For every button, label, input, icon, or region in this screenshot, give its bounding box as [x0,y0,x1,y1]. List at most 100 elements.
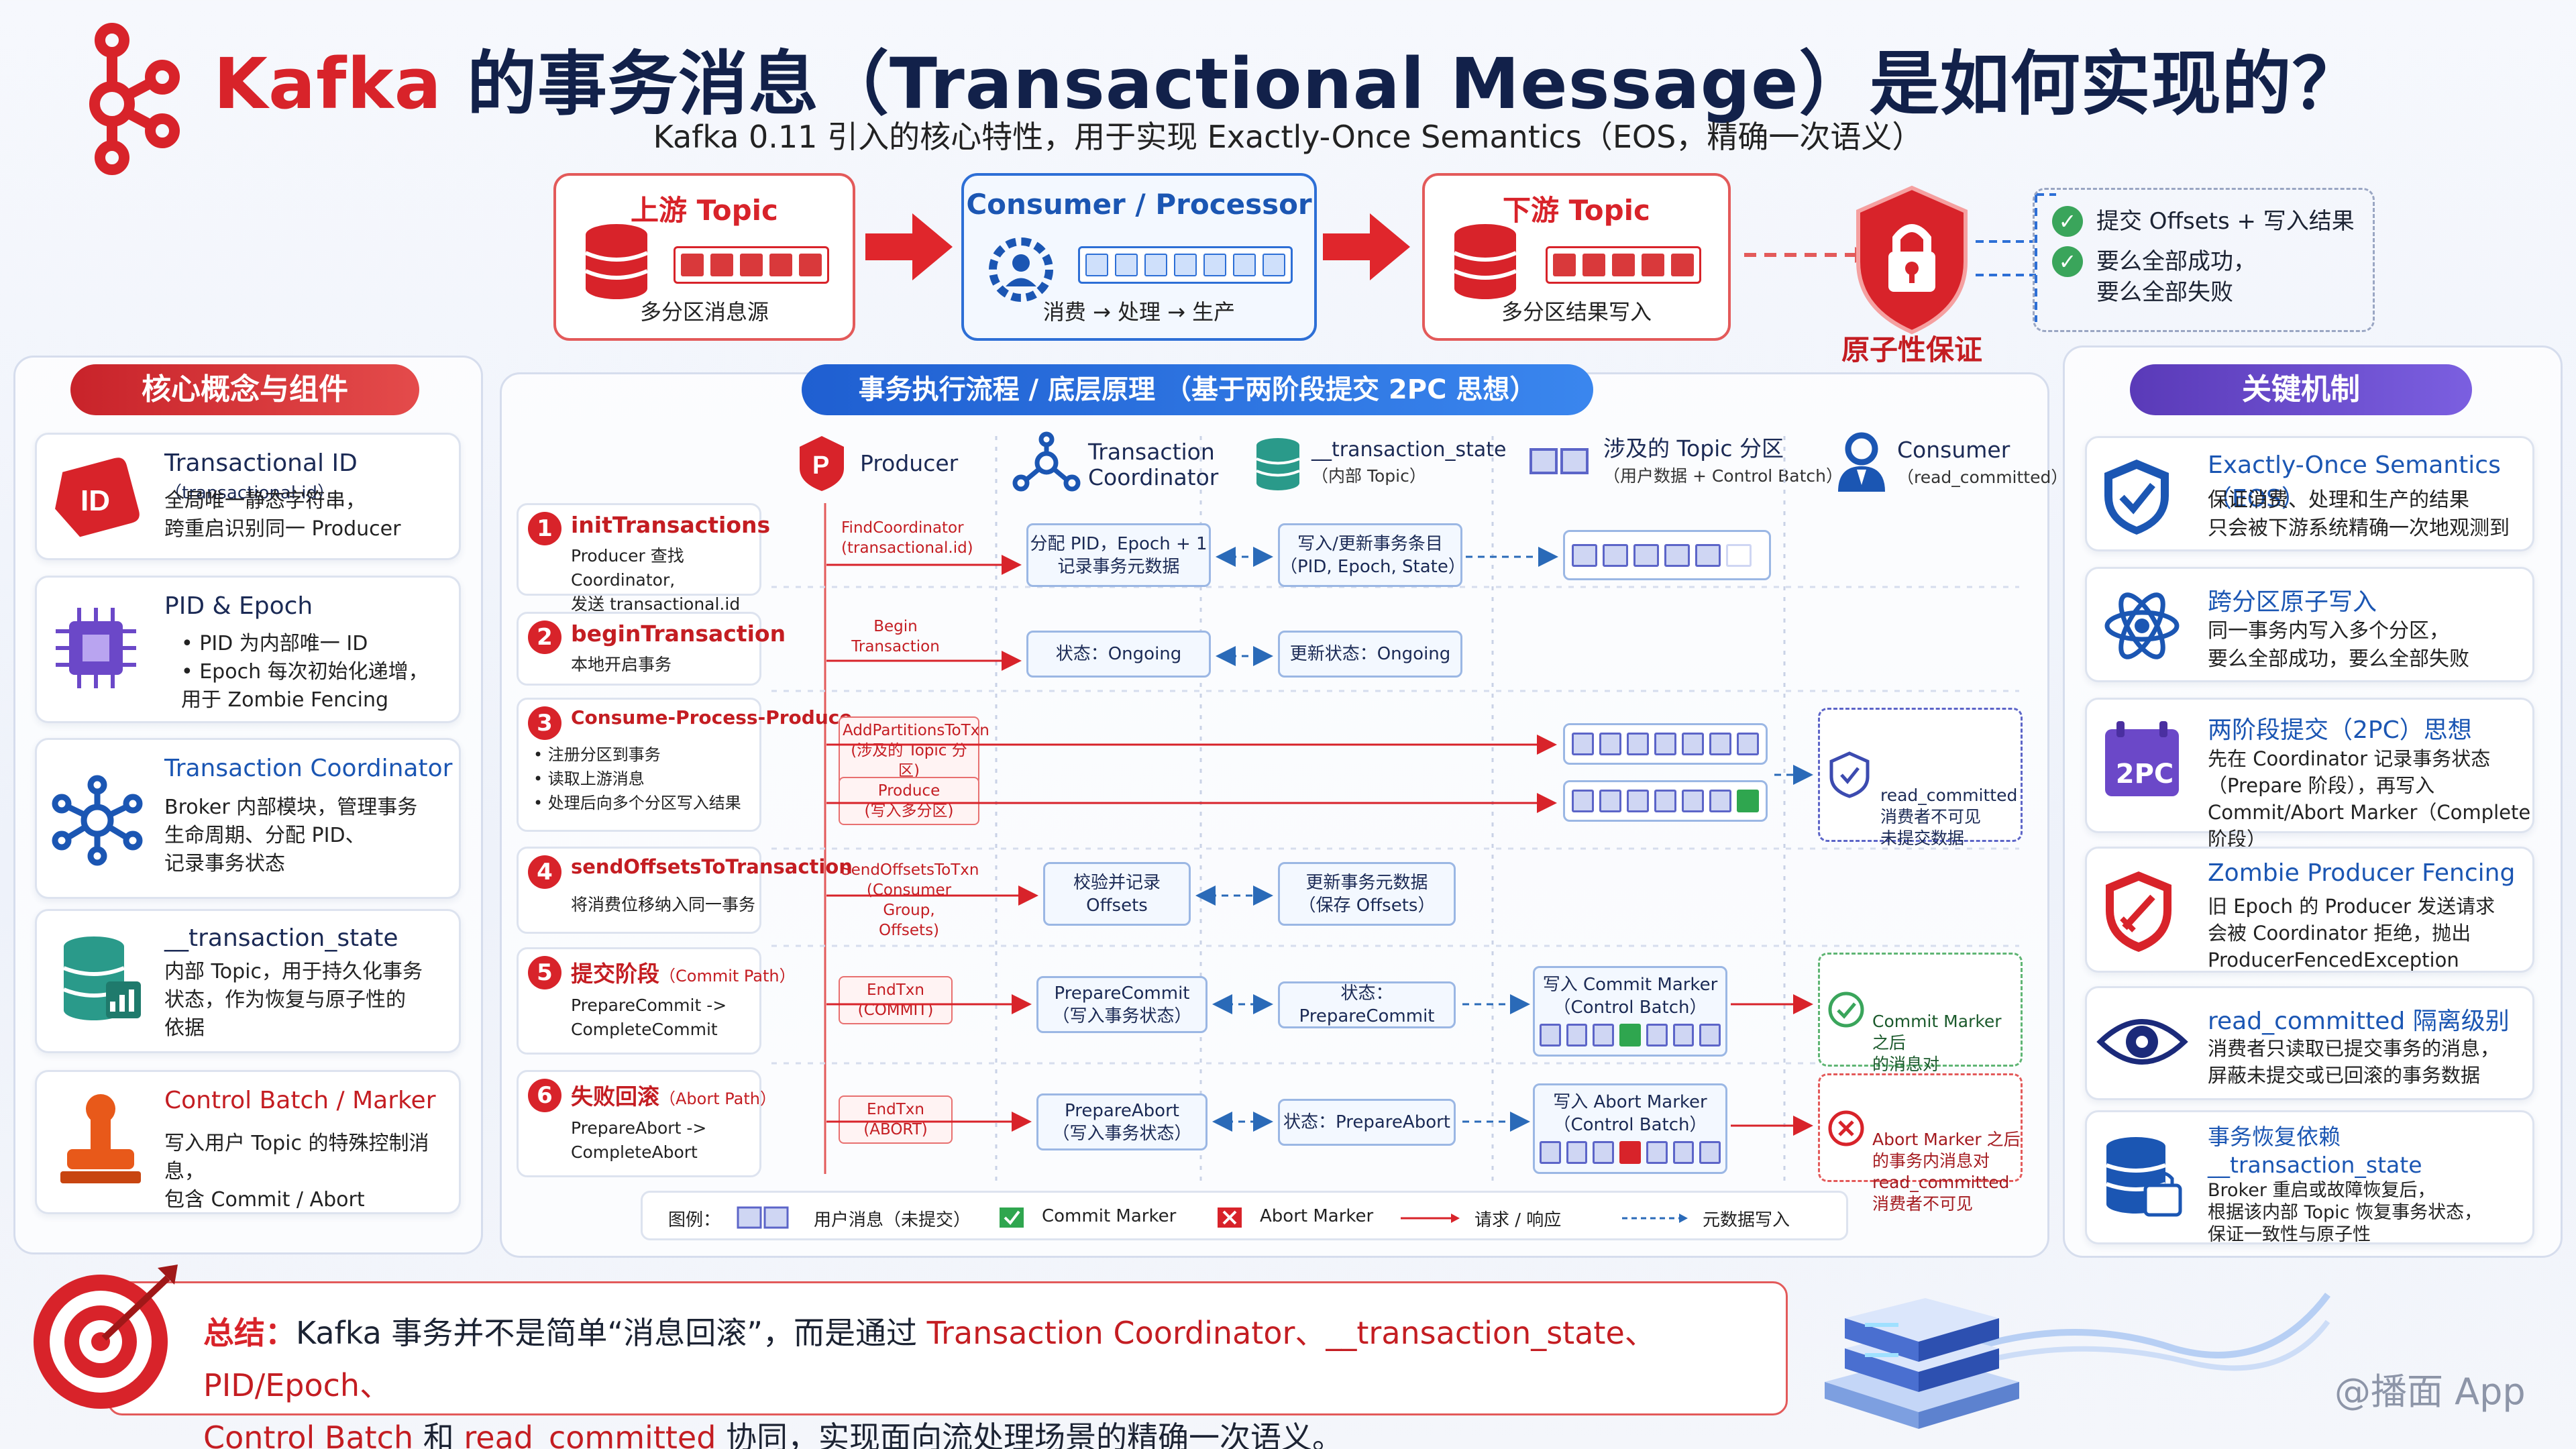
kafka-logo-icon [89,23,180,175]
partition-msgs-b [1563,780,1768,822]
upstream-topic-box: 上游 Topic 多分区消息源 [553,173,855,341]
lane-lines [771,436,2019,1181]
col-partitions: 涉及的 Topic 分区（用户数据 + Control Batch） [1603,435,1843,486]
bracket-connector [1976,193,2056,322]
x-circle-icon [1828,1110,1864,1146]
processor-box: Consumer / Processor 消费 → 处理 → 生产 [961,173,1317,341]
consumer-note-abort: Abort Marker 之后 的事务内消息对 read_committed 消… [1818,1073,2023,1214]
legend-msg-icon [737,1206,789,1229]
legend-request-arrow [1401,1214,1460,1223]
database-icon [1256,438,1300,490]
flow-arrow-icon [1323,213,1410,280]
atom-icon [2104,592,2180,659]
calendar-2pc-icon [2105,721,2179,796]
coordinator-network-icon [1012,431,1081,492]
database-icon [1453,224,1517,299]
partition-msgs-a [1563,723,1768,765]
network-icon [52,775,143,866]
badge-2pc: 2PC [2115,759,2174,790]
check-offsets: ✓提交 Offsets + 写入结果 [2052,206,2355,237]
card-zombie-fencing: Zombie Producer Fencing 旧 Epoch 的 Produc… [2085,847,2534,973]
req-endtxn-abort: EndTxn (ABORT) [839,1095,953,1144]
atomicity-label: 原子性保证 [1841,333,1982,366]
check-all-or-none: ✓要么全部成功， 要么全部失败 [2052,246,2355,308]
card-eos: Exactly-Once Semantics（EOS） 保证消费、处理和生产的结… [2085,436,2534,551]
coord-assign-pid: 分配 PID，Epoch + 1 记录事务元数据 [1026,523,1211,587]
check-icon: ✓ [2052,246,2083,277]
downstream-topic-box: 下游 Topic 多分区结果写入 [1422,173,1731,341]
col-coordinator: Transaction Coordinator [1088,439,1219,490]
svg-text:ID: ID [80,484,110,517]
legend-abort-icon [1218,1208,1242,1228]
partition-segments [674,246,829,284]
card-recovery: 事务恢复依赖 __transaction_state Broker 重启或故障恢… [2085,1110,2534,1245]
check-circle-icon [1828,991,1864,1028]
id-tag-icon: ID [55,458,140,537]
coord-ongoing: 状态：Ongoing [1026,631,1211,678]
coord-prepare-commit: PrepareCommit （写入事务状态） [1036,976,1208,1033]
check-icon: ✓ [2052,206,2083,237]
req-find-coordinator: FindCoordinator (transactional.id) [841,519,973,557]
commit-marker-box: 写入 Commit Marker （Control Batch） [1533,966,1727,1057]
svg-text:P: P [812,451,829,480]
shield-check-icon [2104,460,2169,535]
card-read-committed: read_committed 隔离级别 消费者只读取已提交事务的消息， 屏蔽未提… [2085,986,2534,1100]
core-concepts-heading: 核心概念与组件 [70,364,419,415]
col-transaction-state: __transaction_state（内部 Topic） [1311,438,1507,486]
req-begin: Begin Transaction [851,618,940,655]
flow-heading: 事务执行流程 / 底层原理 （基于两阶段提交 2PC 思想） [802,364,1593,415]
database-icon [584,224,649,299]
state-prepare-commit: 状态：PrepareCommit [1278,981,1456,1028]
page-subtitle: Kafka 0.11 引入的核心特性，用于实现 Exactly-Once Sem… [653,119,1923,155]
state-prepare-abort: 状态：PrepareAbort [1278,1099,1456,1146]
atomicity-checks: ✓提交 Offsets + 写入结果 ✓要么全部成功， 要么全部失败 [2033,188,2375,332]
abort-marker-msgs [1540,1138,1721,1167]
col-consumer: Consumer（read_committed） [1897,437,2068,488]
card-transactional-id: ID Transactional ID（transactional.id） 全局… [35,433,461,560]
req-add-partitions: AddPartitionsToTxn (涉及的 Topic 分区) [839,716,989,785]
state-write-entry: 写入/更新事务条目 （PID, Epoch, State） [1278,523,1466,587]
target-icon [34,1265,178,1409]
summary-text: 总结：Kafka 事务并不是简单“消息回滚”，而是通过 Transaction … [203,1315,1656,1449]
legend-meta-arrow [1622,1214,1688,1223]
page-title: Kafka 的事务消息（Transactional Message）是如何实现的… [213,43,2363,125]
legend-commit-icon [1000,1208,1024,1228]
coord-validate-offsets: 校验并记录 Offsets [1043,862,1191,926]
col-producer: Producer [860,450,959,476]
shield-check-icon [1829,751,1870,798]
card-pid-epoch: PID & Epoch • PID 为内部唯一 ID • Epoch 每次初始化… [35,576,461,723]
legend: 图例： 用户消息（未提交） Commit Marker Abort Marker… [641,1191,1848,1240]
card-control-batch: Control Batch / Marker 写入用户 Topic 的特殊控制消… [35,1070,461,1214]
stamp-icon [60,1094,141,1183]
card-transaction-state: __transaction_state 内部 Topic，用于持久化事务 状态，… [35,909,461,1053]
commit-marker-msgs [1540,1021,1721,1049]
coord-prepare-abort: PrepareAbort （写入事务状态） [1036,1093,1208,1150]
consumer-user-icon [1838,432,1885,492]
shield-sword-icon [2106,871,2171,952]
card-2pc: 2PC 两阶段提交（2PC）思想 先在 Coordinator 记录事务状态 （… [2085,698,2534,851]
watermark: @播面 App [2334,1371,2526,1413]
eye-icon [2096,1019,2188,1065]
consumer-note-uncommitted: read_committed 消费者不可见 未提交数据 [1818,708,2023,848]
chip-icon [56,608,136,688]
req-produce: Produce (写入多分区) [839,777,979,825]
state-ongoing: 更新状态：Ongoing [1278,631,1462,678]
producer-icon: P [800,436,844,491]
card-cross-partition: 跨分区原子写入 同一事务内写入多个分区， 要么全部成功，要么全部失败 [2085,567,2534,682]
card-transaction-coordinator: Transaction Coordinator Broker 内部模块，管理事务… [35,738,461,899]
flow-arrow-icon [865,213,953,280]
database-chart-icon [62,936,141,1020]
partition-segments [1546,246,1701,284]
lock-shield-icon [1856,185,1968,335]
summary-box: 总结：Kafka 事务并不是简单“消息回滚”，而是通过 Transaction … [107,1281,1788,1449]
gear-user-icon [989,237,1053,302]
key-mechanisms-heading: 关键机制 [2130,364,2472,415]
partition-msgs-init [1563,530,1771,580]
database-lock-icon [2105,1137,2182,1217]
